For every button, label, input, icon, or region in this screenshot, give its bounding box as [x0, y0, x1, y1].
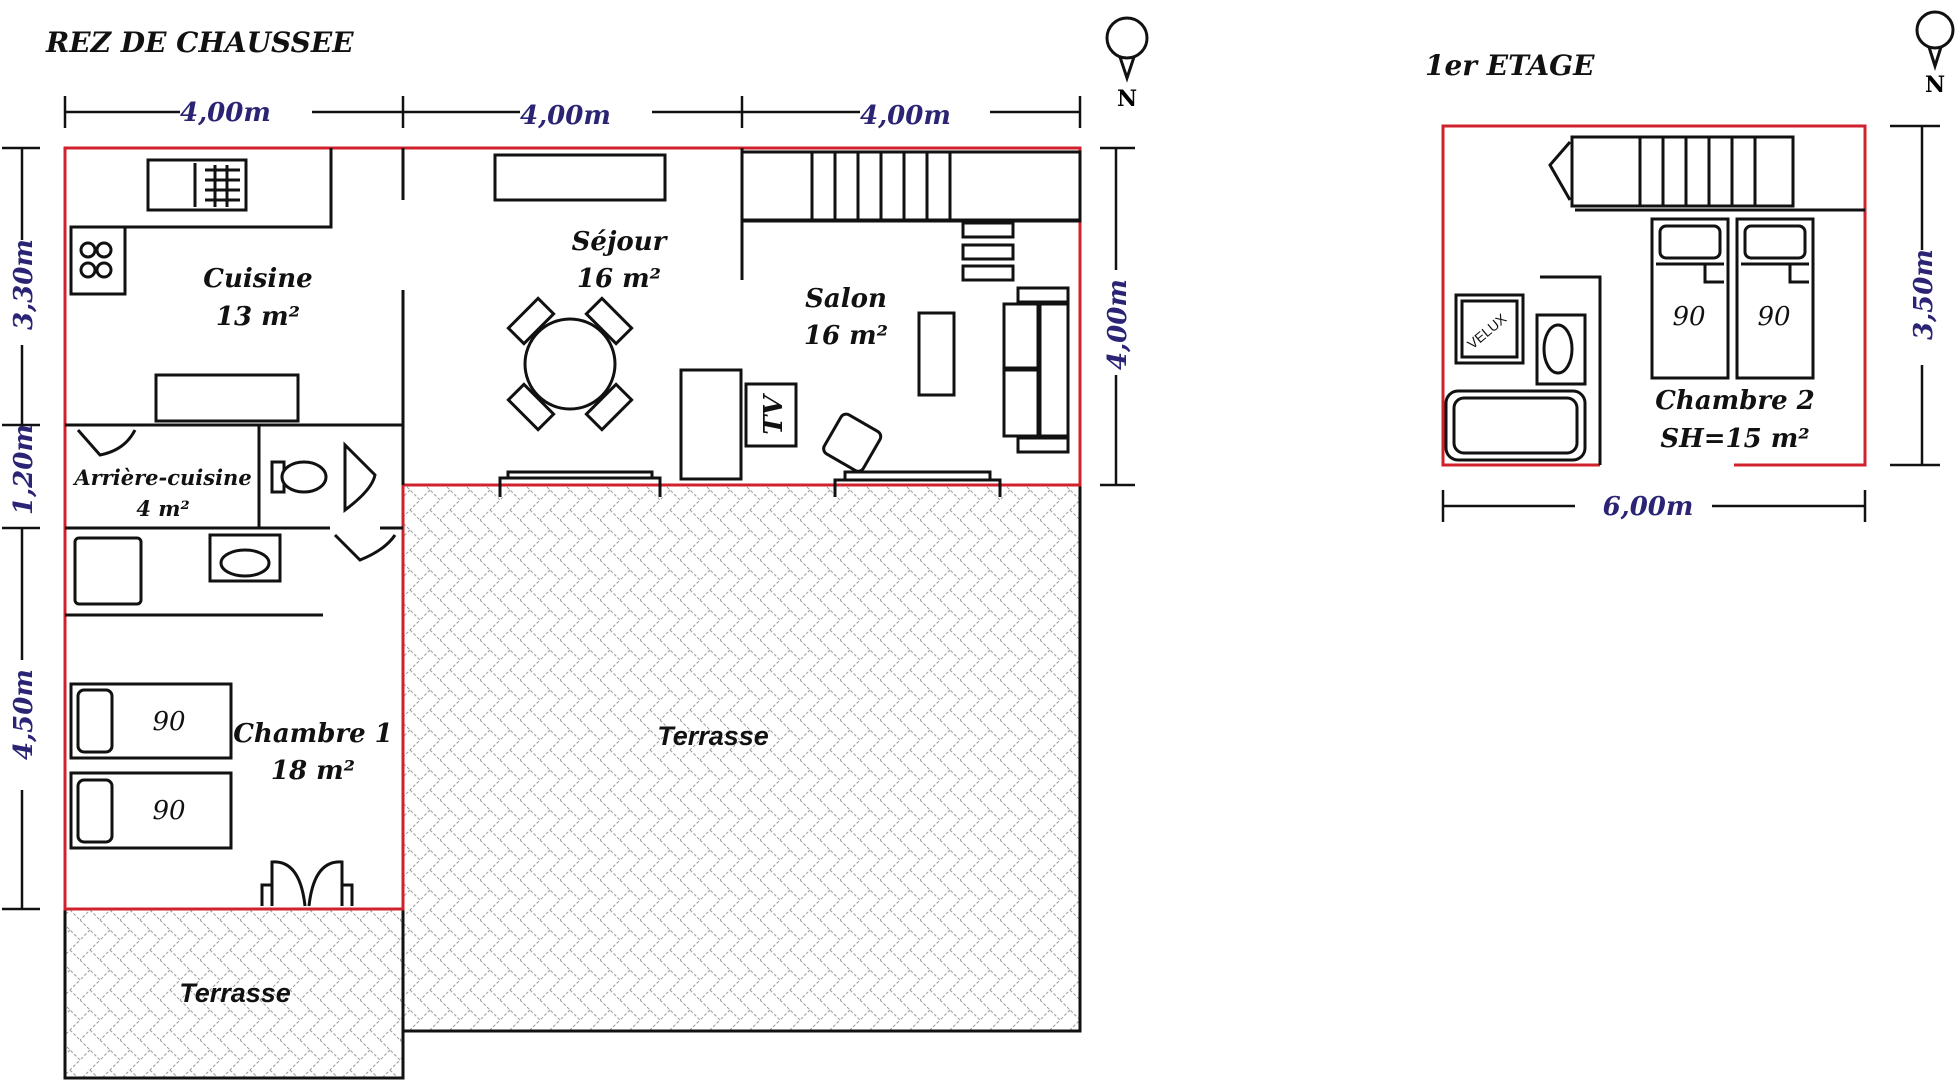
svg-text:90: 90	[1757, 302, 1790, 332]
toilet-icon	[270, 460, 328, 494]
armchair	[822, 412, 883, 473]
dim-left-2: 1,20m	[9, 424, 39, 515]
room-name-chambre-2: Chambre 2	[1655, 386, 1815, 416]
first-floor-stairs	[1548, 135, 1865, 212]
room-name-chambre-1: Chambre 1	[233, 719, 393, 749]
dim-left-3: 4,50m	[9, 669, 39, 760]
svg-text:N: N	[1117, 86, 1137, 112]
svg-text:N: N	[1925, 72, 1945, 98]
dim-left-1: 3,30m	[9, 239, 39, 330]
doors-utility	[76, 429, 397, 562]
kitchen-sink-icon	[146, 158, 248, 212]
washbasin-icon	[208, 533, 282, 583]
washbasin-icon	[1535, 313, 1587, 386]
window-salon	[833, 470, 1002, 497]
interior-walls	[65, 148, 1080, 617]
room-area-chambre-1: 18 m²	[271, 756, 355, 786]
dim-top-1: 4,00m	[180, 98, 271, 128]
room-area-salon: 16 m²	[804, 321, 888, 351]
svg-text:90: 90	[152, 707, 185, 737]
first-floor-bottom-dimension: 6,00m	[1441, 490, 1867, 522]
terrace-small	[63, 907, 405, 1080]
bed-2: 90	[69, 771, 233, 850]
room-area-arriere-cuisine: 4 m²	[136, 496, 189, 521]
dining-table	[506, 296, 634, 432]
shower-icon	[73, 536, 143, 606]
bed-3: 90	[1650, 217, 1730, 380]
dim-top-3: 4,00m	[860, 101, 951, 131]
room-area-chambre-2: SH=15 m²	[1660, 424, 1809, 454]
top-dimension: 4,00m 4,00m 4,00m	[63, 96, 1082, 131]
room-name-sejour: Séjour	[572, 227, 669, 257]
double-door	[260, 860, 354, 907]
compass-icon: N	[1915, 10, 1955, 98]
room-name-salon: Salon	[805, 284, 887, 314]
svg-text:6,00m: 6,00m	[1603, 492, 1694, 522]
bed-4: 90	[1735, 217, 1815, 380]
bathtub-icon	[1444, 389, 1587, 462]
velux-window: VELUX	[1454, 293, 1525, 365]
tv-cabinet	[679, 368, 743, 481]
label-terrasse-main: Terrasse	[657, 721, 769, 751]
room-area-cuisine: 13 m²	[216, 302, 300, 332]
tv-icon: TV	[744, 382, 798, 448]
stove-icon	[69, 225, 127, 296]
coffee-table	[917, 311, 956, 397]
left-dimension: 3,30m 1,20m 4,50m	[2, 146, 40, 911]
window-sejour	[498, 470, 662, 497]
staircase	[740, 150, 1082, 282]
room-name-arriere-cuisine: Arrière-cuisine	[72, 465, 251, 490]
first-floor-outline	[1441, 124, 1867, 467]
svg-text:90: 90	[1672, 302, 1705, 332]
dim-right: 4,00m	[1103, 279, 1133, 370]
sofa	[1002, 286, 1070, 454]
svg-text:TV: TV	[759, 392, 789, 434]
first-floor-title: 1er ETAGE	[1425, 49, 1595, 82]
right-dimension: 4,00m	[1100, 146, 1135, 487]
sideboard	[493, 153, 667, 202]
room-name-cuisine: Cuisine	[203, 264, 312, 294]
kitchen-counter	[69, 148, 333, 423]
bed-1: 90	[69, 682, 233, 760]
terrace-main	[401, 483, 1082, 1033]
kitchen-island	[154, 373, 300, 423]
svg-text:90: 90	[152, 796, 185, 826]
label-terrasse-small: Terrasse	[179, 978, 291, 1008]
room-area-sejour: 16 m²	[577, 264, 661, 294]
dim-top-2: 4,00m	[520, 101, 611, 131]
ground-floor-title: REZ DE CHAUSSEE	[45, 26, 354, 59]
first-floor-right-dimension: 3,50m	[1890, 124, 1940, 467]
bathroom-wall	[1540, 275, 1602, 465]
compass-icon: N	[1105, 16, 1149, 112]
svg-text:3,50m: 3,50m	[1909, 249, 1939, 340]
